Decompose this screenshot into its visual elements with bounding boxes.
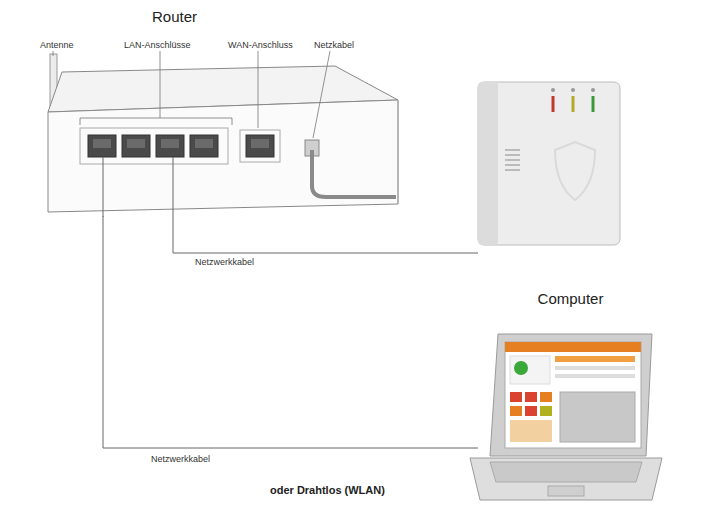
- illustration-part: [505, 154, 520, 156]
- device-title: Computer: [538, 290, 604, 307]
- part-label: LAN-Anschlüsse: [124, 40, 191, 50]
- illustration-part: [505, 164, 520, 166]
- led-yellow: [572, 96, 575, 112]
- screen-check: [514, 361, 528, 375]
- port-inner: [161, 139, 179, 148]
- part-label: WAN-Anschluss: [228, 40, 293, 50]
- laptop-screen: [505, 342, 641, 448]
- leader-line: [160, 51, 161, 118]
- screen-cell: [525, 392, 537, 402]
- lan-port: [88, 135, 116, 157]
- led-red: [552, 96, 555, 112]
- wan-frame: [240, 130, 280, 162]
- network-cable: [103, 216, 478, 448]
- keyboard: [490, 462, 642, 482]
- note-label: oder Drahtlos (WLAN): [270, 484, 385, 496]
- device-body: [478, 82, 620, 245]
- cable-label: Netzwerkkabel: [150, 454, 211, 464]
- lan-frame: [80, 128, 228, 164]
- device-title: Router: [152, 8, 197, 25]
- part-label: Netzkabel: [314, 40, 354, 50]
- port-inner: [251, 139, 269, 148]
- port-inner: [93, 139, 111, 148]
- leader-line: [53, 51, 54, 56]
- part-label: Antenne: [40, 40, 74, 50]
- computer-device: Computer: [478, 288, 663, 514]
- screen-cell: [510, 392, 522, 402]
- led-dot: [551, 88, 555, 92]
- network-cable: [173, 157, 478, 253]
- screen-panel: [510, 356, 550, 384]
- screen-header: [505, 342, 641, 352]
- cable-label: Netzwerkkabel: [195, 257, 254, 267]
- illustration-part: [505, 149, 520, 151]
- router-illustration: [48, 51, 478, 253]
- wan-port: [246, 135, 274, 157]
- power-cable: [312, 150, 396, 197]
- lan-port: [190, 135, 218, 157]
- screen-cell: [510, 406, 522, 416]
- screen-photo: [560, 392, 635, 442]
- laptop-lid: [490, 334, 652, 456]
- led-dot: [591, 88, 595, 92]
- port-inner: [127, 139, 145, 148]
- lan-port: [122, 135, 150, 157]
- illustration-part: [505, 169, 520, 171]
- cable-stub: [103, 157, 104, 217]
- screen-cell: [540, 406, 552, 416]
- screen-bar: [555, 366, 635, 370]
- laptop-base: [470, 458, 662, 500]
- screen-cell: [510, 420, 552, 442]
- bracket: [80, 118, 232, 125]
- cable-line: [103, 216, 478, 448]
- touchpad: [548, 486, 584, 496]
- router-device: Router: [40, 4, 405, 216]
- screen-cell: [525, 406, 537, 416]
- port-inner: [195, 139, 213, 148]
- illustration-part: [505, 159, 520, 161]
- vent: [505, 150, 520, 170]
- screen-bar: [555, 356, 635, 362]
- lan-port: [156, 135, 184, 157]
- shield-logo: [555, 142, 595, 200]
- alarm-device: [478, 82, 620, 245]
- screen-cell: [540, 392, 552, 402]
- device-side: [478, 82, 498, 245]
- led-dot: [571, 88, 575, 92]
- router-front: [48, 100, 398, 212]
- leader-line: [313, 51, 330, 138]
- leader-line: [258, 51, 259, 128]
- router-edge: [398, 100, 399, 204]
- led-green: [592, 96, 595, 112]
- screen-bar: [555, 374, 635, 378]
- laptop-illustration: [470, 334, 662, 500]
